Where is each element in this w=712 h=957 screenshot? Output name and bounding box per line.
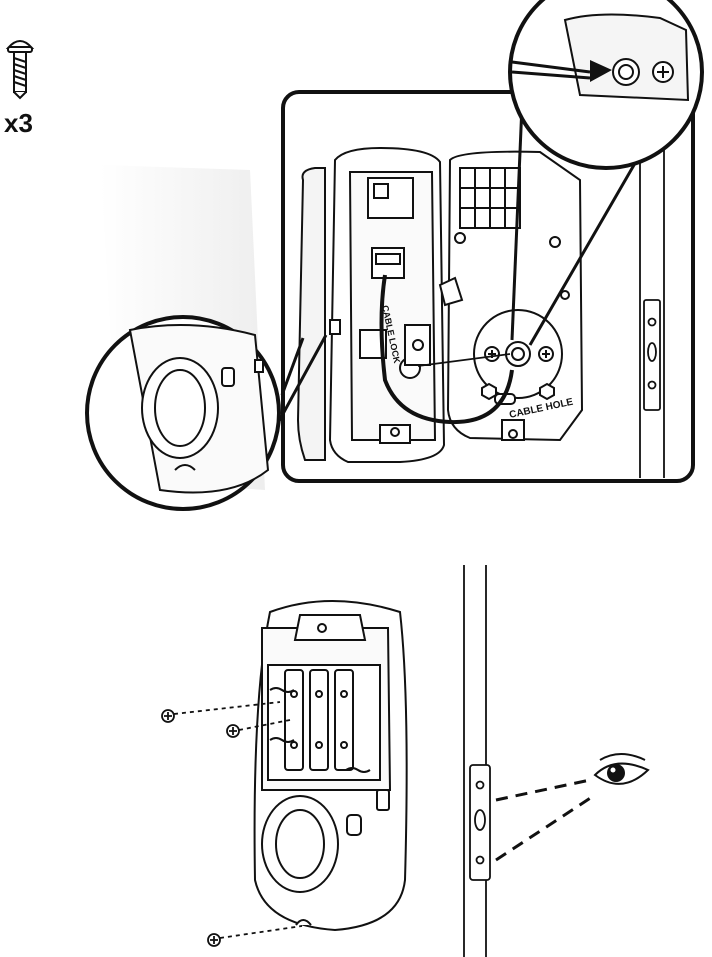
sight-line-lower <box>496 795 595 860</box>
screw-bottom <box>208 926 302 946</box>
sight-line-upper <box>496 780 590 800</box>
mounting-plate <box>440 152 582 440</box>
exterior-lock-body <box>255 601 407 930</box>
screw-icon <box>8 41 32 98</box>
eye-icon <box>595 754 648 784</box>
strike-plate-side <box>464 565 490 957</box>
